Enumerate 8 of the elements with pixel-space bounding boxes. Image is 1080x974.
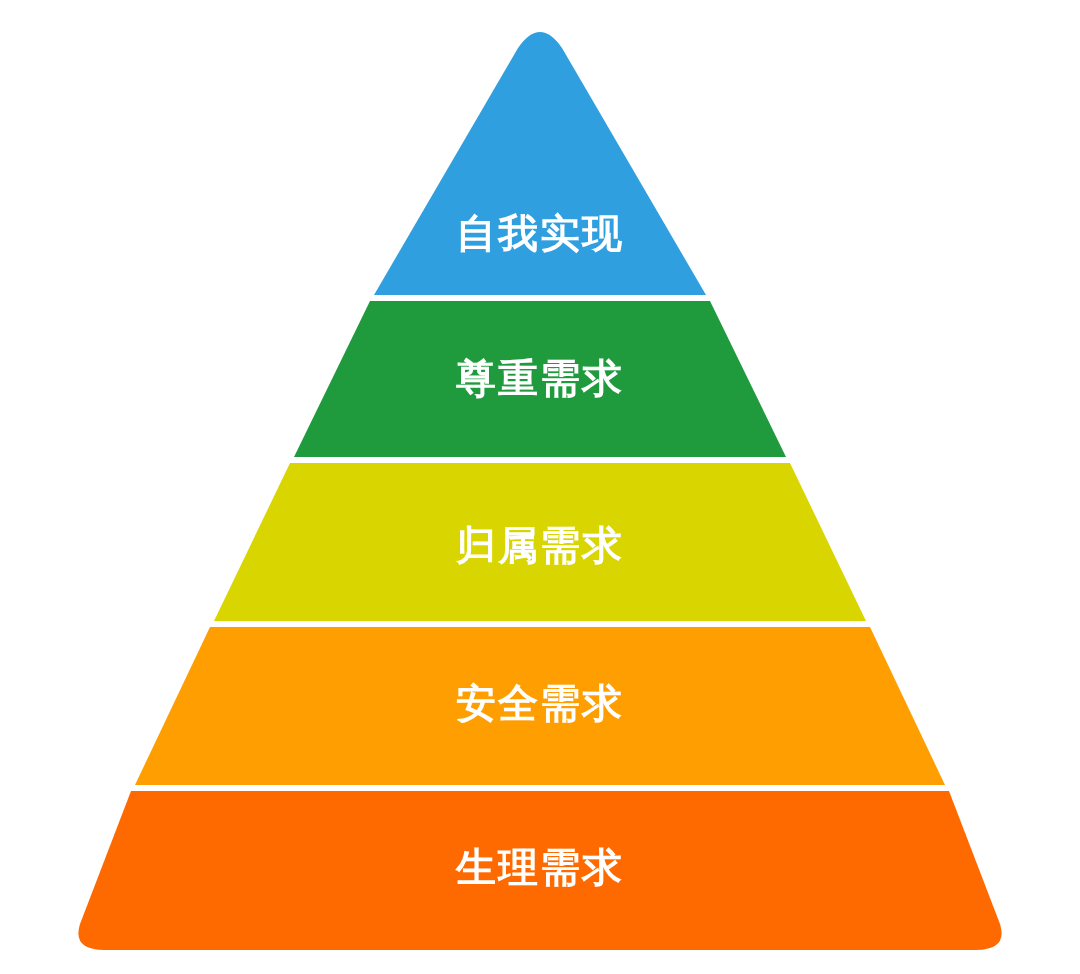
tier-label: 安全需求 xyxy=(456,681,624,725)
tier-label: 自我实现 xyxy=(456,211,624,255)
pyramid-tier xyxy=(214,463,866,621)
pyramid-tier xyxy=(294,301,786,457)
tier-label: 尊重需求 xyxy=(456,356,624,400)
pyramid-tier xyxy=(135,627,945,785)
tier-label: 归属需求 xyxy=(456,523,624,567)
tier-label: 生理需求 xyxy=(456,845,624,889)
